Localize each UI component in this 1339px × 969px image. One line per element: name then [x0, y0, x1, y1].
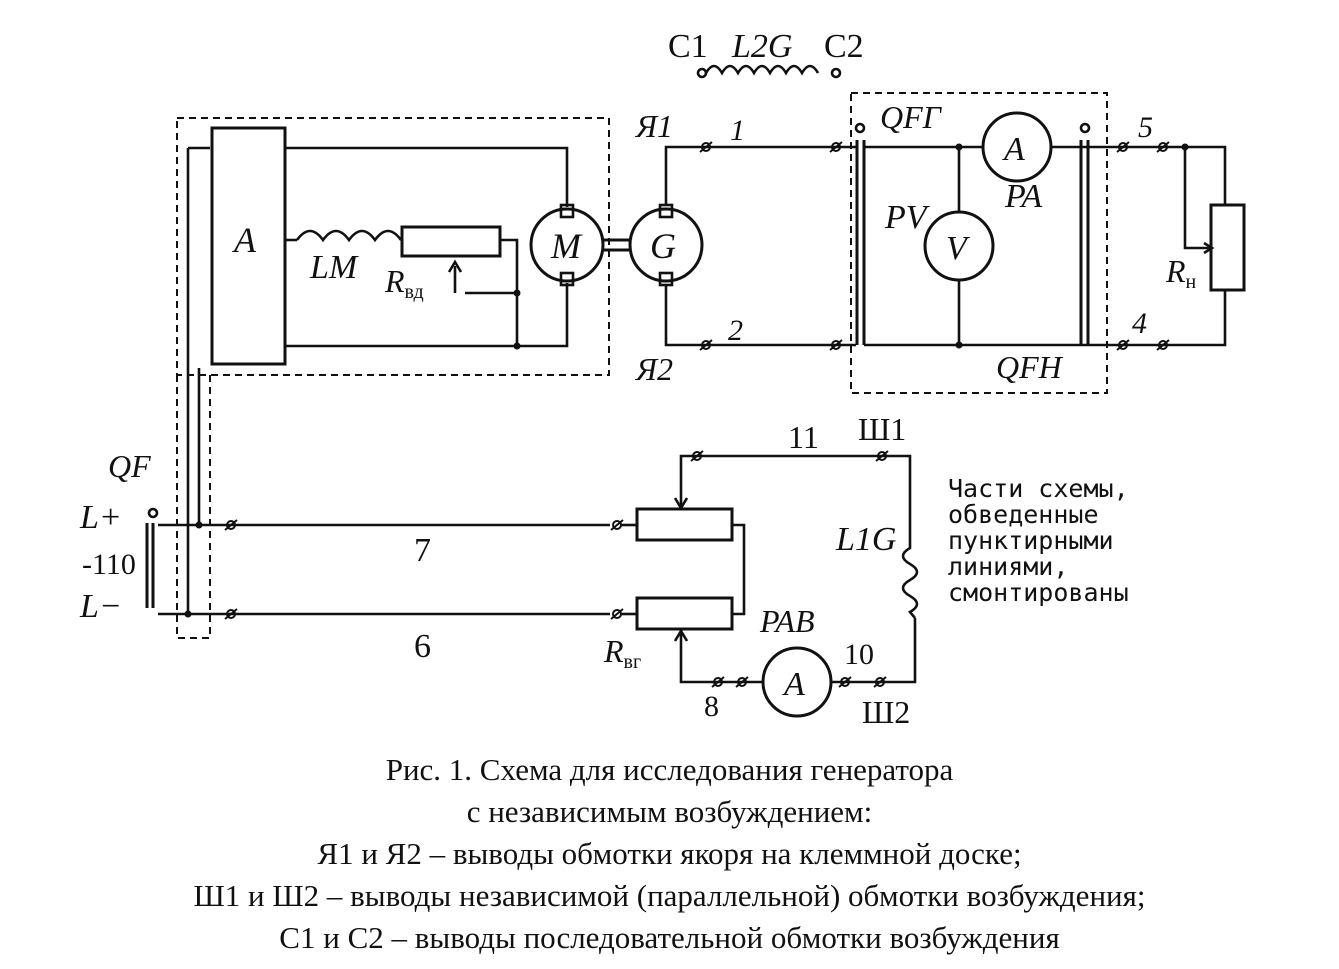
label-wire-11: 11	[788, 419, 819, 455]
caption-line-2: с независимым возбуждением:	[466, 794, 873, 829]
field-circuit-wires	[621, 454, 917, 684]
label-sh1: Ш1	[858, 411, 906, 447]
note-line-4: линиями,	[948, 552, 1068, 581]
label-a-block: A	[232, 220, 257, 260]
label-ammeter-pa: A	[1002, 131, 1025, 168]
note-line-1: Части схемы,	[948, 474, 1129, 503]
label-wire-1: 1	[730, 114, 745, 147]
label-ya1: Я1	[634, 108, 673, 144]
label-wire-8: 8	[704, 690, 719, 723]
junction-dot	[195, 521, 203, 529]
junction-dot	[955, 341, 963, 349]
label-c1: C1	[668, 28, 708, 65]
note-line-3: пунктирными	[948, 526, 1114, 555]
note-line-5: смонтированы	[948, 578, 1129, 607]
series-field-winding-c1-c2	[696, 64, 842, 79]
generator-test-circuit: C1 L2G C2 A LM Rвд M G Я1 1 Я2	[79, 28, 1246, 730]
motor-brush-top	[559, 203, 575, 219]
control-unit-a-block	[210, 126, 287, 366]
caption-line-5: С1 и С2 – выводы последовательной обмотк…	[279, 920, 1060, 955]
resistor-r-vd	[400, 225, 502, 258]
breaker-qf-load	[1079, 122, 1091, 345]
generator-g	[628, 207, 704, 283]
motor-brush-bottom	[559, 271, 575, 287]
label-wire-6: 6	[414, 628, 431, 665]
junction-dot	[955, 143, 963, 151]
label-110v: -110	[82, 548, 136, 581]
label-wire-7: 7	[414, 532, 431, 569]
breaker-qf-generator	[854, 122, 866, 345]
supply-bus	[145, 146, 610, 616]
label-lm: LM	[309, 249, 359, 286]
note-block: Части схемы, обведенные пунктирными лини…	[948, 474, 1129, 607]
dashed-enclosure-drive	[176, 117, 610, 376]
caption-line-4: Ш1 и Ш2 – выводы независимой (параллельн…	[193, 878, 1146, 913]
caption-line-3: Я1 и Я2 – выводы обмотки якоря на клеммн…	[317, 836, 1022, 871]
ammeter-pa	[981, 111, 1053, 183]
label-ammeter-pab: A	[782, 666, 805, 703]
shaft-coupling	[603, 238, 630, 252]
junction-dot	[1181, 143, 1189, 151]
label-generator: G	[650, 226, 676, 266]
caption-line-1: Рис. 1. Схема для исследования генератор…	[385, 752, 954, 787]
label-rn: Rн	[1165, 253, 1197, 293]
note-line-2: обведенные	[948, 500, 1099, 529]
label-l2g: L2G	[731, 28, 792, 65]
label-pab: PAB	[759, 603, 815, 639]
load-resistor-rn	[1209, 203, 1246, 292]
junction-dot	[184, 610, 192, 618]
label-l1g: L1G	[835, 521, 896, 558]
label-pv: PV	[884, 199, 931, 236]
potentiometer-upper	[635, 507, 734, 542]
generator-brush-top	[658, 203, 674, 219]
resistor-r-vg	[635, 596, 734, 631]
independent-field-coil-l1g	[901, 490, 919, 619]
label-sh2: Ш2	[862, 694, 910, 730]
label-wire-4: 4	[1132, 307, 1147, 340]
ammeter-pab	[761, 646, 833, 718]
label-wire-2: 2	[728, 314, 743, 347]
label-qfn: QFH	[996, 349, 1064, 385]
label-qfg: QFГ	[880, 99, 943, 135]
terminal-clamps	[699, 141, 843, 351]
label-r-vg: Rвг	[603, 633, 641, 673]
output-terminals	[1116, 141, 1170, 351]
armature-lead-wires	[664, 145, 856, 347]
junction-dot	[513, 342, 521, 350]
generator-brush-bottom	[658, 271, 674, 287]
label-pa: PA	[1004, 178, 1042, 215]
dashed-enclosure-measurement	[850, 92, 1108, 394]
junction-dot	[513, 289, 521, 297]
motor-circuit-wires	[285, 146, 569, 348]
label-c2: C2	[824, 28, 864, 65]
label-ya2: Я2	[634, 351, 673, 387]
voltmeter-pv	[923, 210, 995, 282]
label-wire-5: 5	[1138, 111, 1153, 144]
measurement-panel-wires	[864, 145, 1227, 347]
label-voltmeter: V	[946, 230, 971, 267]
label-l-plus: L+	[79, 499, 122, 536]
label-r-vd: Rвд	[384, 263, 424, 303]
motor-m	[529, 207, 605, 283]
label-wire-10: 10	[844, 638, 874, 671]
label-motor: M	[550, 226, 583, 266]
label-l-minus: L−	[79, 588, 122, 625]
label-qf: QF	[108, 448, 151, 484]
motor-field-coil-lm	[295, 229, 403, 243]
dashed-enclosure-qf	[176, 375, 211, 639]
field-terminals	[690, 450, 889, 688]
